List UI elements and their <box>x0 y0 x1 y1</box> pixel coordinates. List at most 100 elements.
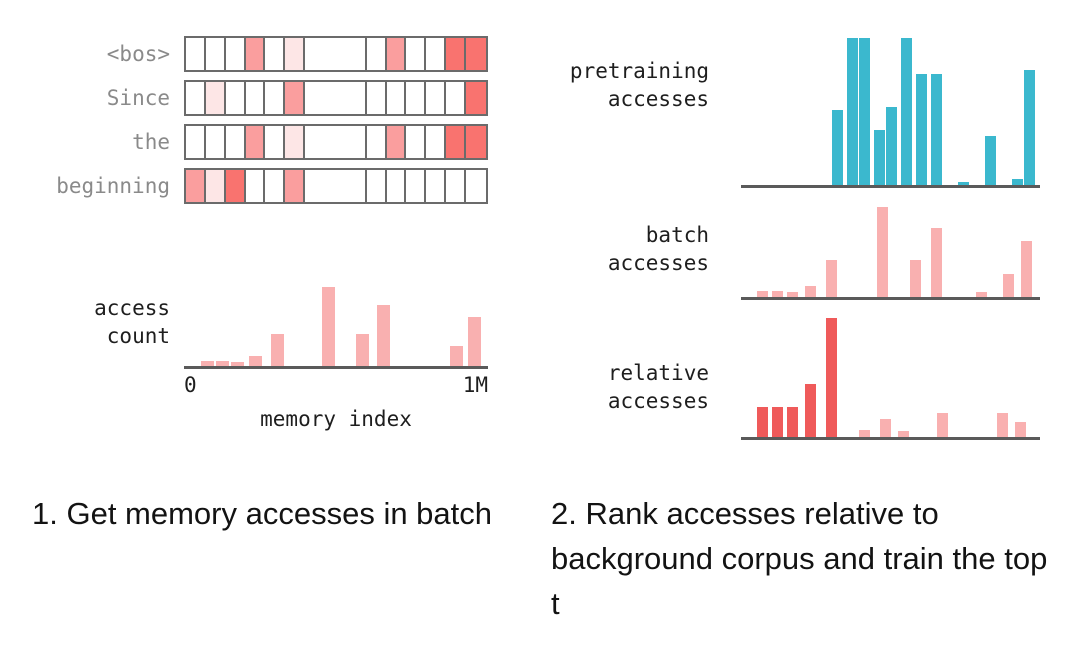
memory-cell[interactable] <box>366 82 387 114</box>
token-row: Since <box>18 80 488 116</box>
memory-cell[interactable] <box>225 126 246 158</box>
bar <box>826 260 838 300</box>
memory-cell[interactable] <box>245 82 266 114</box>
relative-accesses-bars <box>741 318 1040 440</box>
bar <box>859 430 871 440</box>
memory-cell[interactable] <box>245 38 266 70</box>
memory-cell[interactable] <box>285 170 306 202</box>
bar <box>877 206 889 300</box>
memory-cell[interactable] <box>446 82 467 114</box>
token-label: <bos> <box>106 42 170 66</box>
memory-cell[interactable] <box>426 38 447 70</box>
memory-cell[interactable] <box>426 126 447 158</box>
memory-cell-strip[interactable] <box>184 80 488 116</box>
pretraining-accesses-label-line2: accesses <box>607 86 709 111</box>
bar <box>1014 421 1026 440</box>
memory-cell-strip[interactable] <box>184 124 488 160</box>
pretraining-accesses-label: pretraining accesses <box>520 58 725 113</box>
memory-cell[interactable] <box>285 38 306 70</box>
bar <box>826 318 838 440</box>
pretraining-accesses-chart: pretraining accesses <box>520 38 1060 198</box>
memory-cell[interactable] <box>366 38 387 70</box>
token-label: beginning <box>56 174 170 198</box>
memory-cell[interactable] <box>406 170 427 202</box>
memory-cell[interactable] <box>285 126 306 158</box>
bar <box>787 292 799 300</box>
memory-cell[interactable] <box>366 170 387 202</box>
memory-cell[interactable] <box>205 38 226 70</box>
access-count-label: access count <box>18 295 184 350</box>
memory-cell[interactable] <box>466 170 486 202</box>
memory-cell[interactable] <box>265 126 286 158</box>
memory-cell[interactable] <box>305 170 367 202</box>
memory-cell[interactable] <box>285 82 306 114</box>
memory-cell[interactable] <box>466 82 486 114</box>
memory-cell[interactable] <box>426 170 447 202</box>
memory-cell[interactable] <box>186 126 206 158</box>
memory-cell[interactable] <box>446 170 467 202</box>
pretraining-accesses-label-line1: pretraining <box>569 59 709 83</box>
memory-cell[interactable] <box>446 38 467 70</box>
memory-cell[interactable] <box>205 170 226 202</box>
batch-accesses-label-line2: accesses <box>607 250 709 275</box>
memory-cell[interactable] <box>446 126 467 158</box>
caption-step-1: 1. Get memory accesses in batch <box>32 496 493 531</box>
memory-cell[interactable] <box>386 126 407 158</box>
memory-cell[interactable] <box>386 170 407 202</box>
memory-cell[interactable] <box>205 126 226 158</box>
memory-cell[interactable] <box>305 38 367 70</box>
memory-cell[interactable] <box>466 38 486 70</box>
memory-cell[interactable] <box>245 170 266 202</box>
memory-cell[interactable] <box>406 82 427 114</box>
memory-cell[interactable] <box>406 126 427 158</box>
token-row: beginning <box>18 168 488 204</box>
bar <box>1011 179 1023 188</box>
bar <box>215 361 229 369</box>
memory-cell[interactable] <box>225 170 246 202</box>
pretraining-accesses-bars <box>741 38 1040 188</box>
pretraining-accesses-axis <box>741 185 1040 188</box>
memory-cell-strip[interactable] <box>184 168 488 204</box>
memory-cell[interactable] <box>366 126 387 158</box>
bar <box>930 227 942 300</box>
token-row: the <box>18 124 488 160</box>
memory-cell[interactable] <box>386 38 407 70</box>
bar <box>757 407 769 440</box>
memory-cell[interactable] <box>225 82 246 114</box>
bar <box>757 291 769 300</box>
memory-cell[interactable] <box>305 82 367 114</box>
memory-cell[interactable] <box>205 82 226 114</box>
memory-index-axis-title: memory index <box>260 407 412 431</box>
token-row: <bos> <box>18 36 488 72</box>
memory-cell[interactable] <box>186 82 206 114</box>
batch-accesses-bars <box>741 205 1040 300</box>
memory-cell[interactable] <box>265 38 286 70</box>
memory-cell-strip[interactable] <box>184 36 488 72</box>
memory-cell[interactable] <box>265 82 286 114</box>
memory-cell[interactable] <box>265 170 286 202</box>
bar <box>975 292 987 300</box>
memory-cell[interactable] <box>186 170 206 202</box>
bar <box>1023 69 1035 188</box>
bar <box>915 74 927 188</box>
memory-cell[interactable] <box>305 126 367 158</box>
memory-cell[interactable] <box>426 82 447 114</box>
memory-cell[interactable] <box>186 38 206 70</box>
bar <box>200 361 214 369</box>
memory-cell[interactable] <box>225 38 246 70</box>
xtick-1m: 1M <box>462 373 488 397</box>
bar <box>874 129 886 188</box>
memory-cell[interactable] <box>466 126 486 158</box>
bar <box>805 285 817 300</box>
memory-cell[interactable] <box>406 38 427 70</box>
bar <box>930 74 942 188</box>
bar <box>772 407 784 440</box>
bar <box>805 383 817 440</box>
memory-cell[interactable] <box>245 126 266 158</box>
memory-cell[interactable] <box>386 82 407 114</box>
